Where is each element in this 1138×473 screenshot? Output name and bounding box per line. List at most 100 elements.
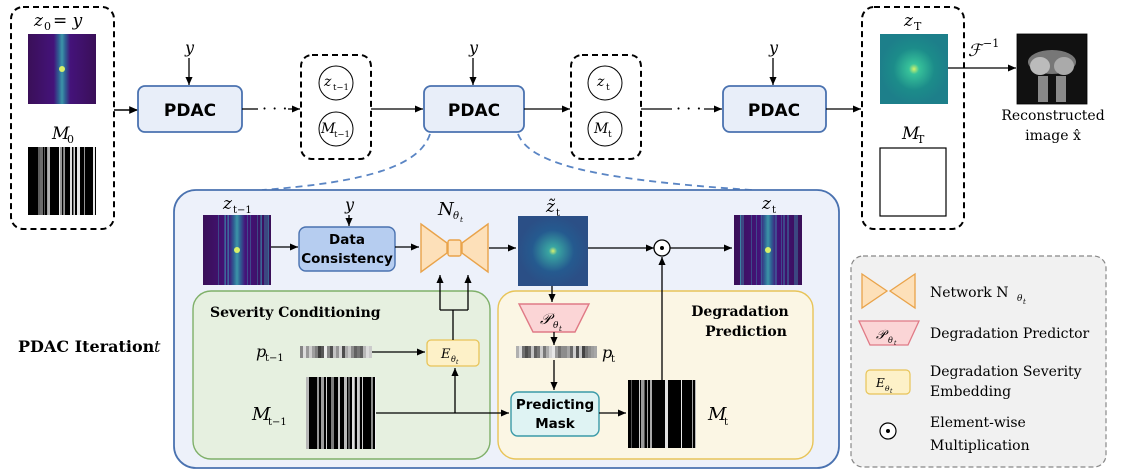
legend-predictor-label: Degradation Predictor [930,326,1090,342]
svg-text:t: t [608,130,612,140]
svg-text:t−1: t−1 [265,353,284,364]
zT-label: z [903,11,914,31]
pdac-block-2: y PDAC [423,38,525,133]
ztilde-kspace-image [518,216,588,286]
svg-text:t: t [559,325,562,333]
legend-network-label: Network N [930,285,1008,301]
legend-multiply-line-2: Multiplication [930,438,1030,454]
svg-text:T: T [917,133,925,146]
state-group-tm1: z t−1 M t−1 [300,54,372,160]
zoom-line-left [261,133,431,191]
svg-text:t: t [556,208,560,219]
svg-text:t: t [154,337,161,356]
embedding-symbol: E [440,347,451,362]
svg-text:t−1: t−1 [334,130,350,140]
z0-kspace-image [28,34,96,104]
state-group-t: z t M t [570,54,642,160]
svg-text:θ: θ [451,355,456,364]
dc-line-1: Data [329,232,365,248]
p-out-label: p [602,343,612,362]
svg-text:θ: θ [1017,294,1023,304]
recon-caption-1: Reconstructed [1001,108,1104,124]
y-label: y [184,38,195,57]
legend-embedding-icon: E θ t [865,369,911,395]
p-in-vector [300,346,372,358]
svg-text:y: y [344,195,355,214]
p-in-label: p [256,342,266,361]
legend: Network N θ t 𝒫 θ t Degradation Predicto… [850,255,1107,468]
legend-embedding-line-1: Degradation Severity [930,364,1082,380]
svg-text:−1: −1 [983,37,999,50]
z0-eq: = y [53,11,83,31]
pm-line-1: Predicting [516,397,594,413]
m-t-node: M [593,121,609,137]
severity-embedding-block: E θ t [426,339,480,367]
iteration-label: PDAC Iteration [18,337,155,356]
svg-text:t: t [611,354,615,365]
legend-network-icon [861,272,916,310]
svg-text:t: t [724,417,728,428]
degradation-title-2: Prediction [705,324,787,340]
reconstructed-image [1016,33,1088,105]
pdac-block-3: y PDAC [722,38,827,133]
mT-mask-image [879,147,947,217]
m0-label: M [51,124,70,144]
mtm1-mask-image [306,377,376,449]
predicting-mask-block: Predicting Mask [510,391,600,437]
svg-text:t−1: t−1 [333,83,349,93]
svg-text:t: t [772,205,776,216]
svg-text:t: t [890,388,893,395]
dc-line-2: Consistency [301,251,393,267]
pdac-block-1: y PDAC [137,38,243,133]
degradation-predictor-icon: 𝒫 θ t [517,303,591,333]
z-out-label: z [761,194,772,214]
pm-line-2: Mask [535,416,576,432]
m0-mask-image [28,147,96,215]
input-group: z 0 = y M 0 [10,6,115,230]
p-out-vector [516,346,597,358]
severity-title: Severity Conditioning [210,305,381,321]
m0-sub: 0 [67,133,74,146]
svg-text:T: T [914,20,922,33]
output-group: z T M T [861,6,965,230]
svg-text:E: E [875,376,885,390]
m-in-label: M [251,404,271,425]
svg-text:t−1: t−1 [233,205,252,216]
z0-label: z [33,11,44,31]
pdac-label: PDAC [448,101,500,121]
zoom-line-right [517,133,753,191]
ztilde-label: z̃ [545,197,556,217]
legend-predictor-icon: 𝒫 θ t [857,320,921,347]
svg-text:t: t [1023,298,1026,306]
svg-text:t: t [460,215,464,224]
legend-multiply-line-1: Element-wise [930,415,1026,431]
ellipsis-1: · · · [262,99,287,118]
z0-sub: 0 [44,20,51,33]
svg-text:t: t [456,359,459,366]
network-icon [420,222,489,274]
inverse-fourier: ℱ −1 [948,37,1016,72]
zT-kspace-image [880,34,948,104]
legend-multiply-icon [879,422,897,440]
severity-conditioning-box: Severity Conditioning [192,290,491,460]
svg-text:θ: θ [553,321,559,331]
z-in-kspace-image [203,215,271,285]
svg-text:θ: θ [888,336,893,345]
svg-text:y: y [768,38,779,57]
pdac-label: PDAC [164,101,216,121]
network-label: N [437,199,455,220]
inverse-fourier-label: ℱ [968,41,985,61]
m-tm1-node: M [320,121,336,137]
mt-mask-image [628,380,696,448]
svg-text:t: t [894,340,897,347]
degradation-title-1: Degradation [691,304,788,320]
z-in-label: z [222,194,233,214]
svg-text:t−1: t−1 [268,417,287,428]
recon-caption-2: image x̂ [1025,128,1081,144]
ellipsis-2: · · · [676,99,701,118]
z-out-kspace-image [734,215,802,285]
elementwise-multiply-node [653,239,671,257]
svg-text:θ: θ [885,384,890,393]
z-t-node: z [596,74,605,90]
